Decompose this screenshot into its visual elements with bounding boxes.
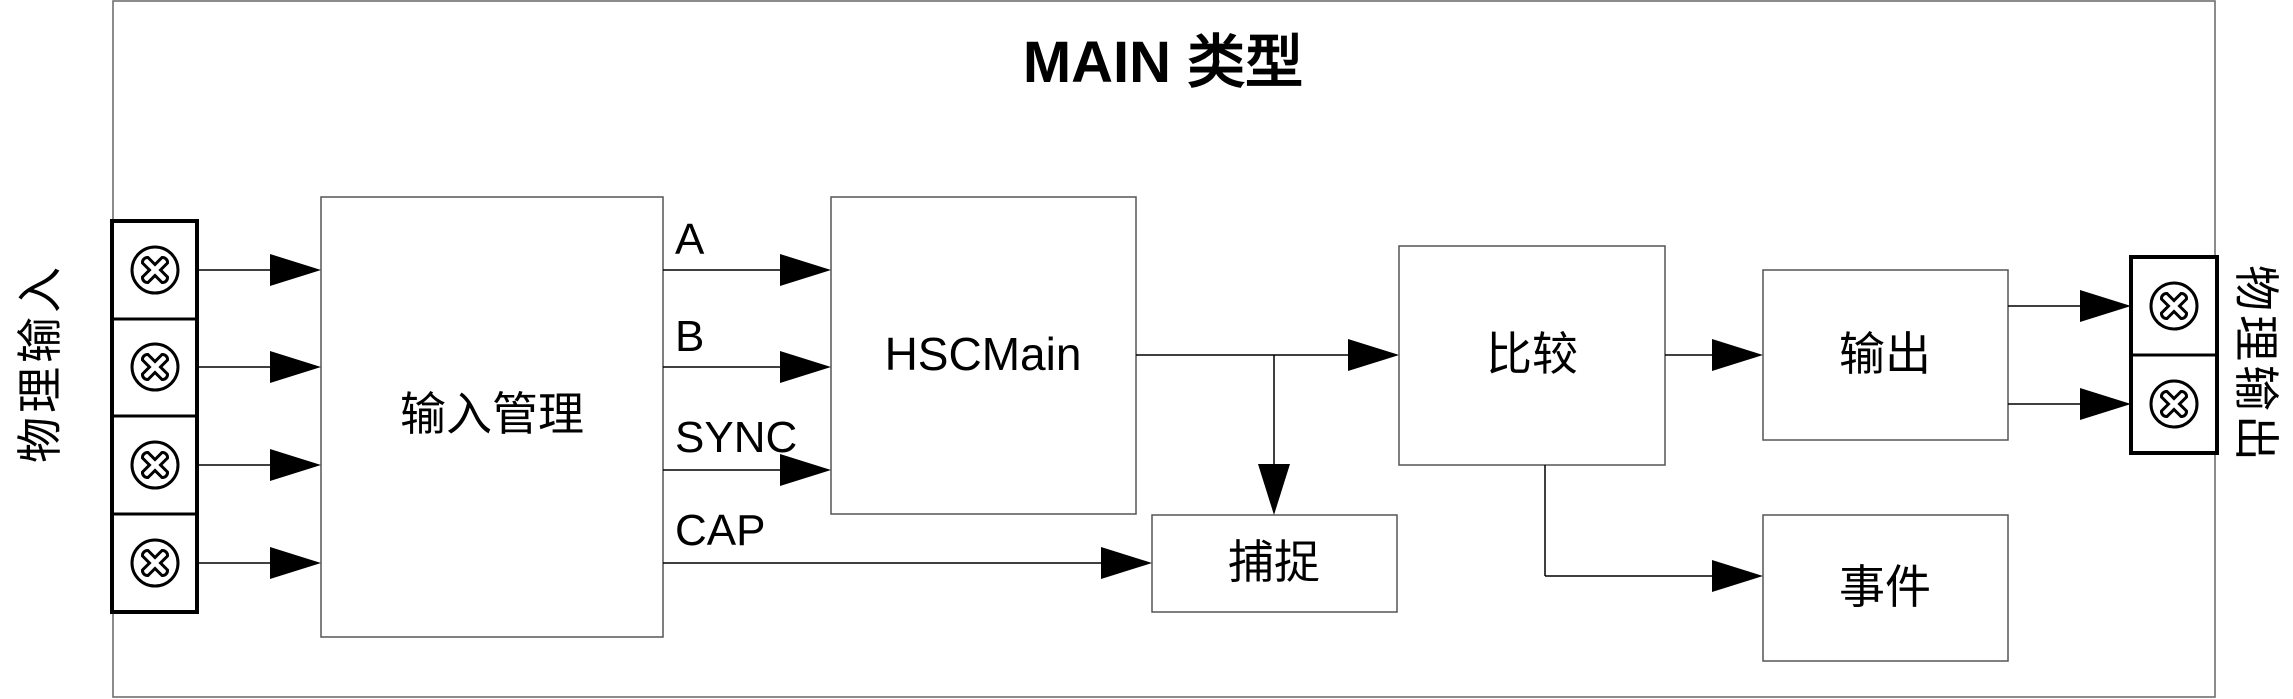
hscmain-label: HSCMain: [885, 328, 1082, 380]
input-management-block: 输入管理: [320, 196, 664, 638]
arrow-head: [2080, 290, 2131, 322]
arrow-head: [780, 254, 831, 286]
compare-block: 比较: [1398, 245, 1666, 466]
screw-terminal-icon: [130, 440, 180, 490]
screw-terminal-icon: [130, 538, 180, 588]
arrow-head: [270, 547, 321, 579]
capture-block: 捕捉: [1151, 514, 1398, 613]
event-box: [1762, 514, 2009, 662]
arrow-head: [1348, 339, 1399, 371]
arrow-head: [1712, 339, 1763, 371]
screw-terminal-icon: [2149, 281, 2199, 331]
hscmain-block: HSCMain: [830, 196, 1137, 515]
input-management-box: [320, 196, 664, 638]
capture-box: [1151, 514, 1398, 613]
screw-terminal-icon: [2149, 379, 2199, 429]
screw-terminal-icon: [130, 245, 180, 295]
arrow-head: [270, 351, 321, 383]
signal-label-cap: CAP: [675, 506, 765, 555]
compare-box: [1398, 245, 1666, 466]
arrow-head: [1101, 547, 1152, 579]
output-label: 输出: [1839, 327, 1931, 381]
physical-output-label: 物理输出: [2229, 265, 2283, 465]
compare-label: 比较: [1486, 327, 1578, 381]
event-block: 事件: [1762, 514, 2009, 662]
arrow-head: [1712, 560, 1763, 592]
screw-terminal-icon: [130, 342, 180, 392]
arrow-head: [270, 449, 321, 481]
arrow-head: [780, 351, 831, 383]
arrow-head: [2080, 388, 2131, 420]
connections: [197, 254, 2131, 592]
output-terminal-strip: [2129, 255, 2219, 455]
signal-label-b: B: [675, 312, 704, 361]
input-management-label: 输入管理: [400, 387, 584, 441]
diagram-title: MAIN 类型: [1023, 30, 1303, 95]
signal-label-a: A: [675, 215, 705, 264]
output-block: 输出: [1762, 269, 2009, 441]
event-label: 事件: [1839, 560, 1931, 614]
signal-label-sync: SYNC: [675, 413, 797, 462]
arrow-head: [270, 254, 321, 286]
arrow-head: [780, 454, 831, 486]
arrow-head: [1258, 464, 1290, 515]
hscmain-box: [830, 196, 1137, 515]
input-terminal-strip: [110, 219, 199, 614]
physical-input-label: 物理输入: [13, 263, 67, 463]
output-box: [1762, 269, 2009, 441]
capture-label: 捕捉: [1228, 535, 1320, 589]
